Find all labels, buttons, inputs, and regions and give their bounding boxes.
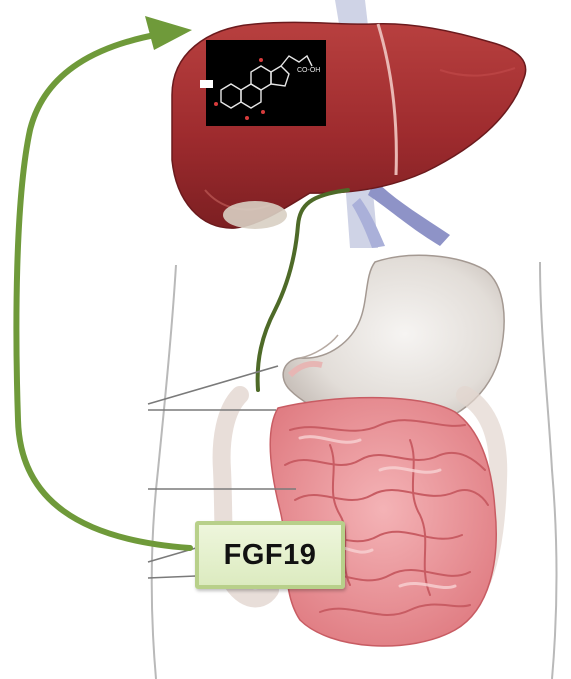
- arrowhead-icon: [145, 16, 192, 50]
- fgf19-signal-arrow: [16, 16, 192, 548]
- bile-acid-molecule: CO-OH: [200, 40, 326, 126]
- fgf19-label: FGF19: [195, 521, 345, 589]
- molecule-label: CO-OH: [297, 67, 320, 74]
